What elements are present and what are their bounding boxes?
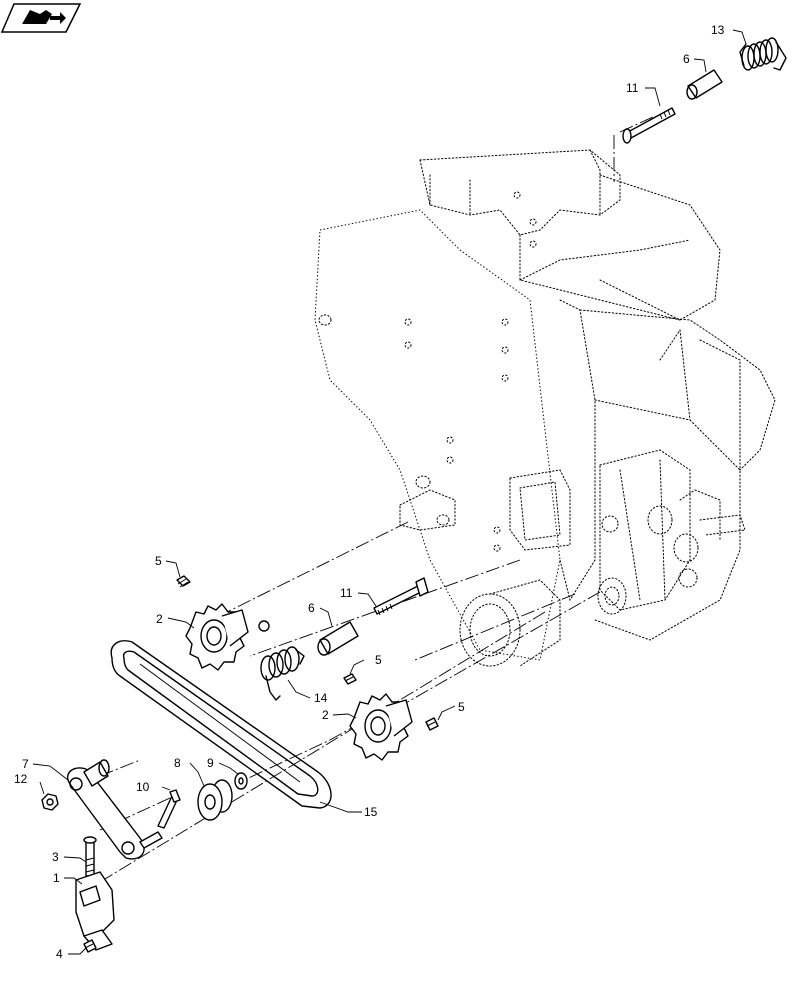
- svg-text:4: 4: [56, 947, 63, 961]
- idler-bolt[interactable]: [157, 789, 181, 829]
- gearbox-housing: [314, 149, 776, 667]
- sprocket-upper[interactable]: [185, 603, 249, 671]
- callout-2-upper: 2: [156, 612, 195, 629]
- svg-text:6: 6: [308, 601, 315, 615]
- callout-5-b: 5: [349, 653, 382, 675]
- svg-text:12: 12: [14, 772, 28, 786]
- callout-14: 14: [287, 679, 328, 705]
- svg-text:5: 5: [375, 653, 382, 667]
- svg-text:3: 3: [52, 850, 59, 864]
- locknut[interactable]: [41, 793, 59, 811]
- svg-text:2: 2: [156, 612, 163, 626]
- idler-sprocket[interactable]: [197, 779, 233, 821]
- callout-10: 10: [136, 780, 171, 794]
- torsion-spring-upper[interactable]: [739, 37, 787, 71]
- svg-text:10: 10: [136, 780, 150, 794]
- callout-6-upper: 6: [683, 52, 707, 73]
- callout-4: 4: [56, 947, 87, 961]
- svg-text:13: 13: [711, 23, 725, 37]
- torsion-spring-middle[interactable]: [260, 646, 305, 701]
- roller-chain[interactable]: [110, 640, 332, 809]
- callout-9: 9: [207, 756, 239, 775]
- svg-text:15: 15: [364, 805, 378, 819]
- svg-text:11: 11: [626, 81, 639, 95]
- washer[interactable]: [234, 772, 248, 790]
- sprocket-lower[interactable]: [349, 693, 413, 761]
- setscrew-b-on-sprocket[interactable]: [258, 620, 270, 632]
- sleeve-middle[interactable]: [317, 621, 359, 656]
- callout-5-a: 5: [155, 554, 181, 578]
- setscrew-d[interactable]: [425, 717, 439, 731]
- callout-11-upper: 11: [626, 81, 661, 107]
- svg-text:14: 14: [314, 691, 328, 705]
- bolt-middle[interactable]: [373, 577, 429, 616]
- svg-text:11: 11: [340, 586, 353, 600]
- sleeve-upper[interactable]: [686, 69, 723, 100]
- svg-text:8: 8: [174, 756, 181, 770]
- callout-5-c: 5: [437, 700, 465, 721]
- callout-3: 3: [52, 850, 87, 864]
- book-arrow-icon[interactable]: [0, 3, 82, 33]
- svg-text:5: 5: [155, 554, 162, 568]
- svg-text:7: 7: [22, 757, 29, 771]
- setscrew-e[interactable]: [83, 939, 97, 953]
- idler-arm[interactable]: [67, 759, 163, 860]
- callout-6-middle: 6: [308, 601, 333, 627]
- callout-7: 7: [22, 757, 69, 781]
- svg-text:9: 9: [207, 756, 214, 770]
- clamp-bolt[interactable]: [83, 836, 97, 877]
- setscrew-c[interactable]: [343, 673, 357, 685]
- callout-12: 12: [14, 772, 45, 795]
- callout-13: 13: [711, 23, 747, 45]
- svg-text:5: 5: [458, 700, 465, 714]
- setscrew-a[interactable]: [176, 575, 191, 588]
- callout-11-middle: 11: [340, 586, 377, 607]
- svg-text:1: 1: [53, 871, 60, 885]
- svg-text:6: 6: [683, 52, 690, 66]
- bolt-upper[interactable]: [622, 107, 676, 144]
- callout-2-lower: 2: [322, 708, 357, 722]
- callout-1: 1: [53, 871, 83, 885]
- svg-text:2: 2: [322, 708, 329, 722]
- callout-15: 15: [319, 801, 378, 819]
- clamp-block[interactable]: [75, 871, 115, 951]
- callout-8: 8: [174, 756, 205, 787]
